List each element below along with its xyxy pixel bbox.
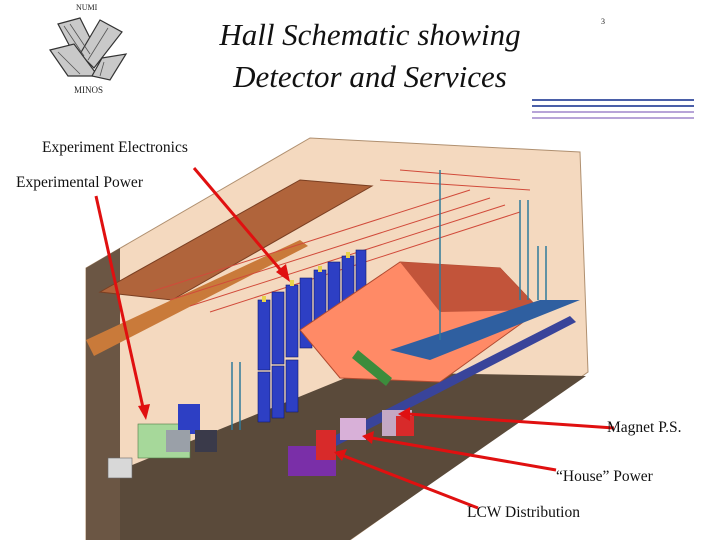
header-rule-1 xyxy=(532,99,694,101)
arrow-house-power xyxy=(371,436,557,472)
ceiling-cables xyxy=(149,169,531,313)
house-power-equipment xyxy=(288,410,414,476)
power-equipment xyxy=(107,404,217,479)
cable-tray-lower xyxy=(86,240,308,356)
arrow-lcw-distribution xyxy=(343,454,479,510)
slide-number: 3 xyxy=(601,17,605,26)
arrow-experiment-electronics xyxy=(192,167,286,275)
arrow-heads xyxy=(138,264,410,461)
arrow-experimental-power xyxy=(94,195,146,413)
label-experimental-power: Experimental Power xyxy=(16,174,143,191)
title-line-1: Hall Schematic showing xyxy=(219,17,521,52)
header-rule-3 xyxy=(532,111,694,113)
logo-top-text: NUMI xyxy=(76,3,98,12)
walkway xyxy=(390,300,580,360)
cable-tray-upper xyxy=(98,179,374,301)
rack-highlights xyxy=(262,252,350,302)
title-line-2: Detector and Services xyxy=(233,59,507,94)
hall-floor xyxy=(120,372,586,540)
label-magnet-ps: Magnet P.S. xyxy=(607,419,682,436)
magnet-coil xyxy=(352,350,392,386)
arrow-magnet-ps xyxy=(407,412,615,430)
header-rule-2 xyxy=(532,105,694,107)
logo-bottom-text: MINOS xyxy=(74,85,104,95)
detector-top xyxy=(400,262,540,312)
label-experiment-electronics: Experiment Electronics xyxy=(42,139,188,156)
label-house-power: “House” Power xyxy=(556,468,653,485)
minos-logo xyxy=(49,17,128,81)
callout-arrows xyxy=(94,167,615,510)
slide-title: Hall Schematic showing Detector and Serv… xyxy=(180,14,560,98)
label-lcw-distribution: LCW Distribution xyxy=(467,504,580,521)
ladders xyxy=(231,170,547,430)
header-rule-4 xyxy=(532,117,694,119)
